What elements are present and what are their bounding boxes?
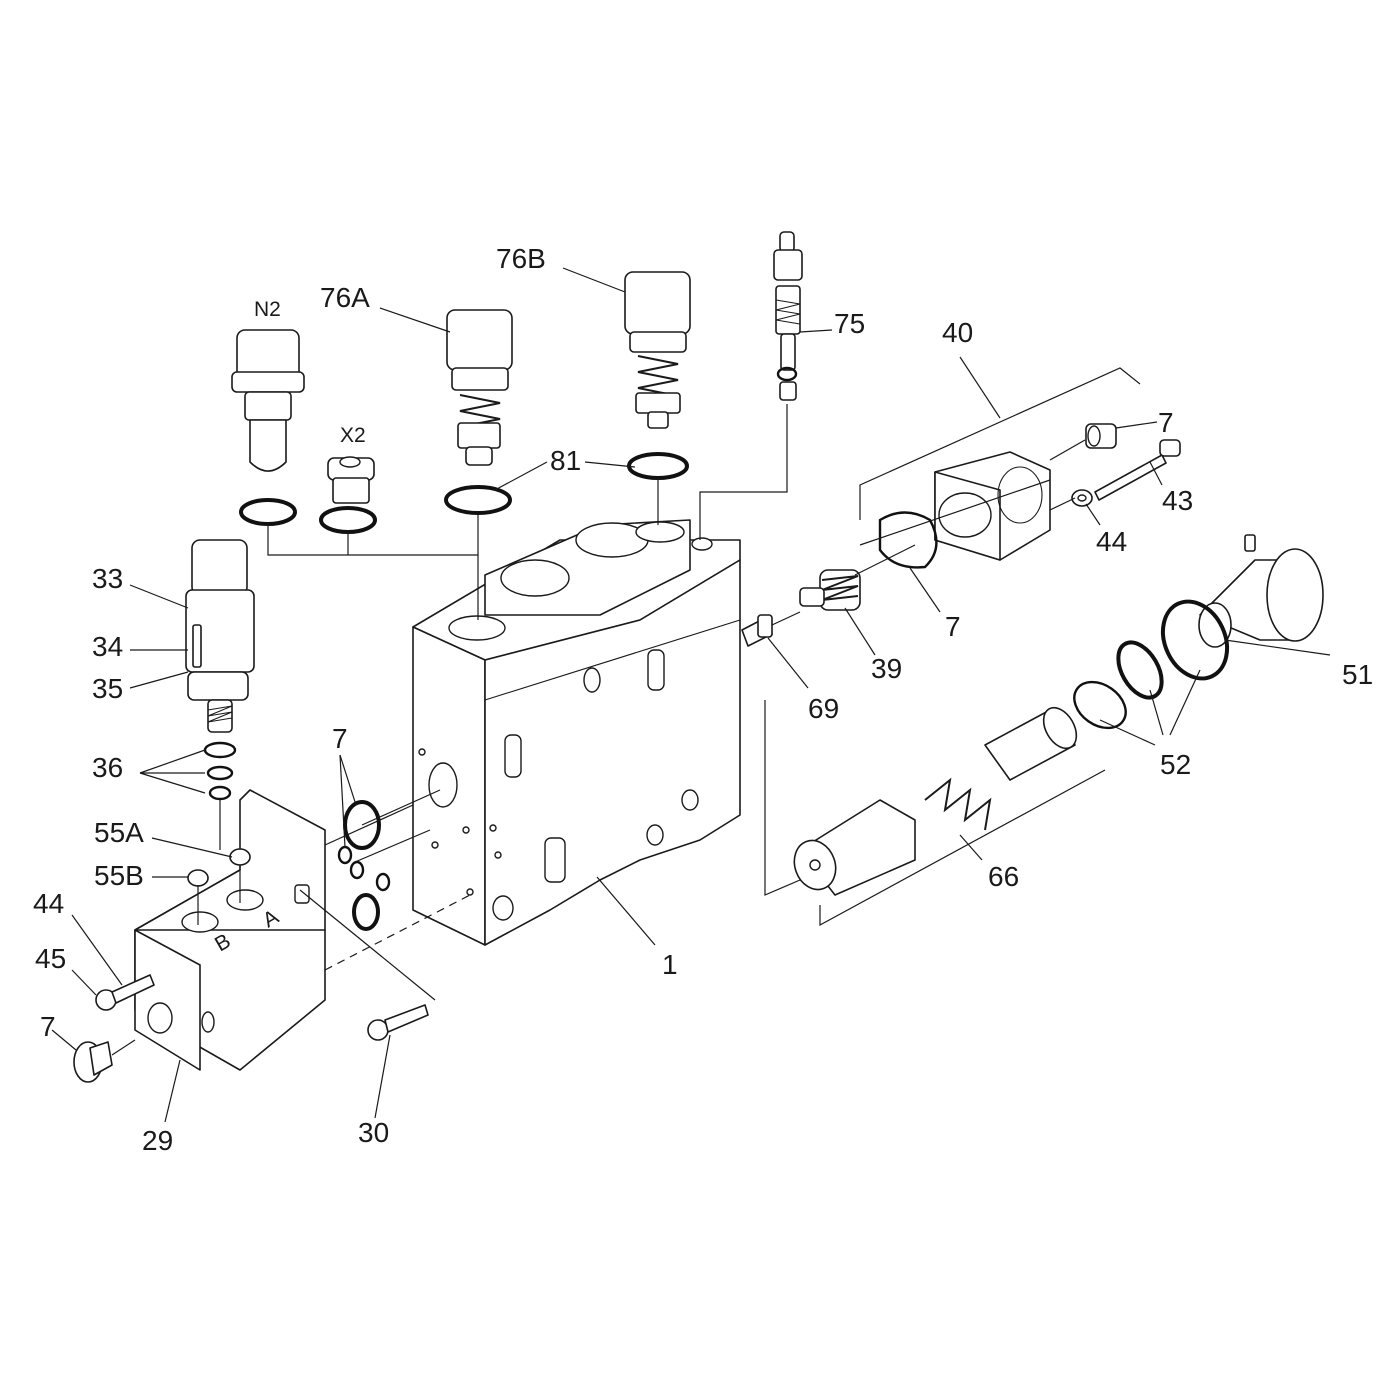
o-ring-36c [208,785,232,801]
callout-35: 35 [92,673,123,704]
callout-52: 52 [1160,749,1191,780]
callout-33: 33 [92,563,123,594]
o-ring-7-small-b [349,860,365,880]
screw-30 [367,1004,429,1041]
callout-leaders [51,267,1163,1123]
valve-body-part-1 [412,519,741,946]
o-ring-75 [776,366,798,382]
n2-plug [231,329,305,472]
callout-39: 39 [871,653,902,684]
callout-69: 69 [808,693,839,724]
spring-retainer-39 [799,569,861,611]
housing-40 [934,451,1051,561]
callout-75: 75 [834,308,865,339]
callout-n2: N2 [254,298,281,321]
callout-30: 30 [358,1117,389,1148]
sub-plate-29: B A [134,789,326,1071]
callout-55a: 55A [94,817,144,848]
callout-7-plug: 7 [1158,407,1174,438]
callout-labels: N2 X2 76A 76B 75 81 40 7 43 44 7 39 69 5… [33,243,1373,1156]
callout-81: 81 [550,445,581,476]
o-ring-51 [1160,599,1230,681]
callout-40: 40 [942,317,973,348]
gasket-7 [878,511,938,569]
o-ring-x2 [319,506,377,534]
callout-36: 36 [92,752,123,783]
callout-76b: 76B [496,243,546,274]
o-ring-7-medium [352,893,380,931]
callout-45: 45 [35,943,66,974]
plug-7-bottom [73,1041,113,1083]
callout-44-plate: 44 [33,888,64,919]
o-ring-81b [627,452,689,480]
callout-1: 1 [662,949,678,980]
fitting-69 [741,614,773,647]
o-ring-7-small-a [337,845,353,865]
o-ring-7-large [343,800,381,850]
bolt-43 [1094,439,1181,501]
callout-44-washer: 44 [1096,526,1127,557]
callout-43: 43 [1162,485,1193,516]
o-ring-52a [1116,640,1164,700]
callout-76a: 76A [320,282,370,313]
callout-7-plug-bottom: 7 [40,1011,56,1042]
sleeve-66 [924,706,1078,831]
plug-55a [229,848,251,866]
spool-66 [793,799,916,896]
o-ring-36b [206,765,234,781]
x2-plug [327,456,375,504]
solenoid-33 [185,539,255,733]
callout-66: 66 [988,861,1019,892]
seal-52b [1073,680,1127,730]
callout-55b: 55B [94,860,144,891]
o-ring-7-small-c [375,872,391,892]
valve-75 [773,231,803,401]
plug-7-top [1085,423,1117,449]
screw-45 [95,974,155,1011]
callout-x2: X2 [340,424,366,447]
o-ring-36a [203,741,237,759]
callout-7-gasket: 7 [945,611,961,642]
plug-55b [187,869,209,887]
callout-51: 51 [1342,659,1373,690]
callout-34: 34 [92,631,123,662]
cartridge-76a [446,309,513,466]
o-ring-n2 [239,498,297,526]
callout-29: 29 [142,1125,173,1156]
end-cap-51 [1198,534,1324,648]
cartridge-76b [624,271,691,429]
o-ring-81a [444,485,512,515]
callout-7-orings: 7 [332,723,348,754]
